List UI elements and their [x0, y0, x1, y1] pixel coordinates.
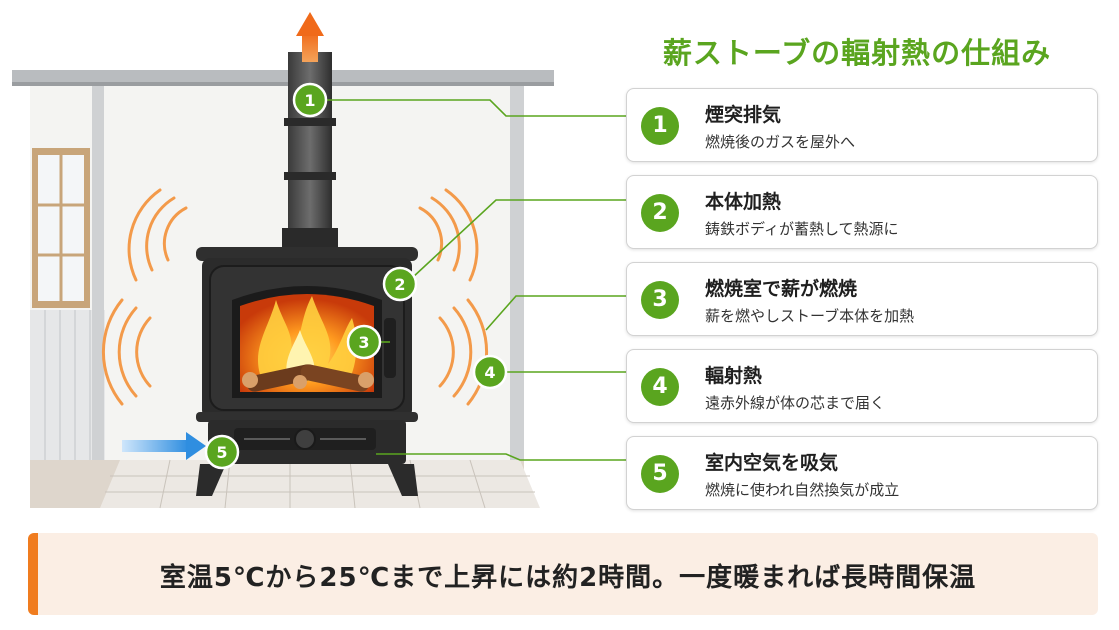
firebox-window: [232, 286, 382, 398]
intake-arrow: [122, 432, 206, 460]
diagram-marker-3: 3: [346, 324, 382, 360]
window: [32, 148, 90, 308]
page-title: 薪ストーブの輻射熱の仕組み: [662, 36, 1052, 70]
summary-banner: 室温5℃から25℃まで上昇には約2時間。一度暖まれば長時間保温: [28, 533, 1098, 615]
step-card-2: 2 本体加熱 鋳鉄ボディが蓄熱して熱源に: [626, 175, 1098, 249]
step-title: 本体加熱: [705, 191, 782, 213]
step-number-badge: 1: [641, 107, 679, 145]
step-card-1: 1 煙突排気 燃焼後のガスを屋外へ: [626, 88, 1098, 162]
step-description: 鋳鉄ボディが蓄熱して熱源に: [705, 220, 899, 238]
step-description: 薪を燃やしストーブ本体を加熱: [705, 307, 915, 325]
step-title: 室内空気を吸気: [705, 452, 839, 474]
step-number-badge: 5: [641, 455, 679, 493]
step-card-5: 5 室内空気を吸気 燃焼に使われ自然換気が成立: [626, 436, 1098, 510]
svg-text:5: 5: [216, 443, 227, 462]
chimney-pipe: [282, 52, 338, 252]
step-card-3: 3 燃焼室で薪が燃焼 薪を燃やしストーブ本体を加熱: [626, 262, 1098, 336]
logs: [242, 364, 374, 392]
step-title: 輻射熱: [705, 365, 763, 387]
step-title: 煙突排気: [705, 104, 782, 126]
step-description: 燃焼後のガスを屋外へ: [705, 133, 856, 151]
step-title: 燃焼室で薪が燃焼: [705, 278, 858, 300]
step-card-4: 4 輻射熱 遠赤外線が体の芯まで届く: [626, 349, 1098, 423]
svg-text:1: 1: [304, 91, 315, 110]
step-number-badge: 3: [641, 281, 679, 319]
step-description: 燃焼に使われ自然換気が成立: [705, 481, 900, 499]
step-description: 遠赤外線が体の芯まで届く: [705, 394, 886, 412]
exhaust-arrow: [296, 12, 324, 62]
banner-accent-bar: [28, 533, 38, 615]
ceiling-beam: [12, 70, 554, 86]
diagram-marker-2: 2: [382, 266, 418, 302]
heat-waves: [101, 188, 489, 406]
svg-text:2: 2: [394, 275, 405, 294]
diagram-marker-1: 1: [292, 82, 328, 118]
step-number-badge: 4: [641, 368, 679, 406]
step-number-badge: 2: [641, 194, 679, 232]
floor: [30, 459, 540, 509]
svg-text:3: 3: [358, 333, 369, 352]
summary-text: 室温5℃から25℃まで上昇には約2時間。一度暖まれば長時間保温: [159, 563, 977, 593]
leader-lines: [326, 99, 636, 461]
diagram-marker-5: 5: [204, 434, 240, 470]
diagram-marker-4: 4: [472, 354, 508, 390]
svg-text:4: 4: [484, 363, 495, 382]
